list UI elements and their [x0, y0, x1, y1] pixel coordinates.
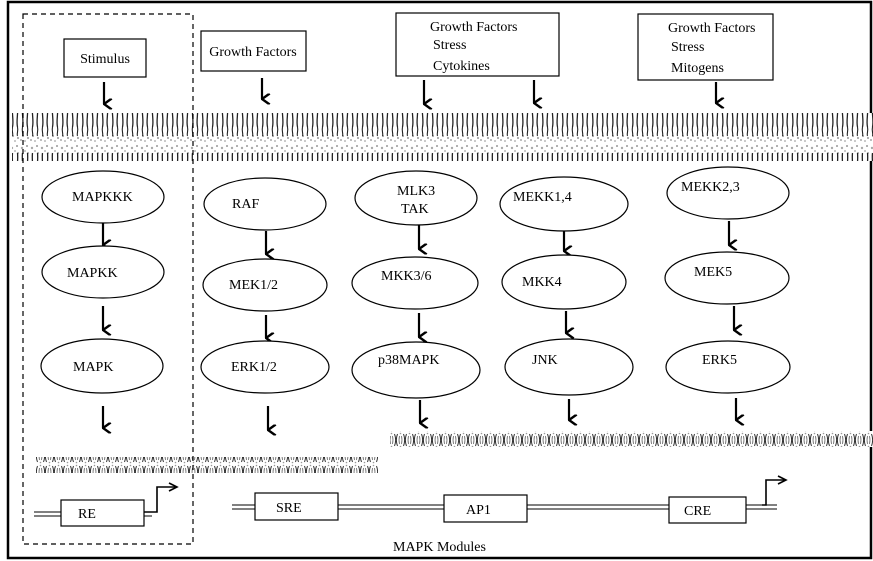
stimulus-label: Growth Factors — [668, 21, 756, 36]
stimulus-box-generic: Stimulus — [64, 39, 146, 77]
kinase-node — [352, 342, 480, 398]
response-element-label: AP1 — [466, 503, 491, 518]
kinase-label: MKK3/6 — [381, 269, 432, 284]
nuclear-membrane-right — [390, 431, 873, 447]
transcription-start-arrow — [762, 480, 785, 505]
response-element-box — [61, 500, 144, 526]
kinase-label: MEK1/2 — [229, 278, 278, 293]
stimulus-label: Mitogens — [671, 61, 724, 76]
stimulus-label: Stress — [433, 38, 466, 53]
kinase-label: MEK5 — [694, 265, 732, 280]
response-element-label: CRE — [684, 504, 711, 519]
response-element-label: RE — [78, 507, 96, 522]
kinase-label: ERK5 — [702, 353, 737, 368]
gene-promoter-left: RE — [34, 500, 152, 526]
kinase-label: MKK4 — [522, 275, 562, 290]
kinase-label: MAPK — [73, 360, 113, 375]
kinase-label: MLK3 — [397, 184, 435, 199]
kinase-label: MAPKKK — [72, 190, 133, 205]
stimulus-box-erk5: Growth Factors Stress Mitogens — [638, 14, 773, 80]
stimulus-label: Growth Factors — [209, 45, 297, 60]
kinase-label: MAPKK — [67, 266, 118, 281]
kinase-label: ERK1/2 — [231, 360, 277, 375]
kinase-label: MEKK2,3 — [681, 180, 740, 195]
kinase-node — [204, 178, 326, 230]
stimulus-box-p38-jnk: Growth Factors Stress Cytokines — [396, 13, 559, 76]
plasma-membrane — [12, 113, 873, 161]
stimulus-label: Growth Factors — [430, 20, 518, 35]
stimulus-box-erk: Growth Factors — [201, 31, 306, 71]
nuclear-membrane-left — [36, 457, 378, 473]
kinase-label: MEKK1,4 — [513, 190, 572, 205]
response-element-label: SRE — [276, 501, 302, 516]
kinase-label: RAF — [232, 197, 259, 212]
kinase-label: TAK — [401, 202, 429, 217]
gene-promoter-right: SRE AP1 CRE — [232, 493, 777, 523]
stimulus-label: Stimulus — [80, 52, 130, 67]
kinase-label: JNK — [532, 353, 558, 368]
kinase-label: p38MAPK — [378, 353, 439, 368]
kinase-node — [505, 339, 633, 395]
stimulus-label: Stress — [671, 40, 704, 55]
kinase-node — [502, 255, 626, 309]
stimulus-label: Cytokines — [433, 59, 490, 74]
diagram-caption: MAPK Modules — [393, 540, 486, 555]
